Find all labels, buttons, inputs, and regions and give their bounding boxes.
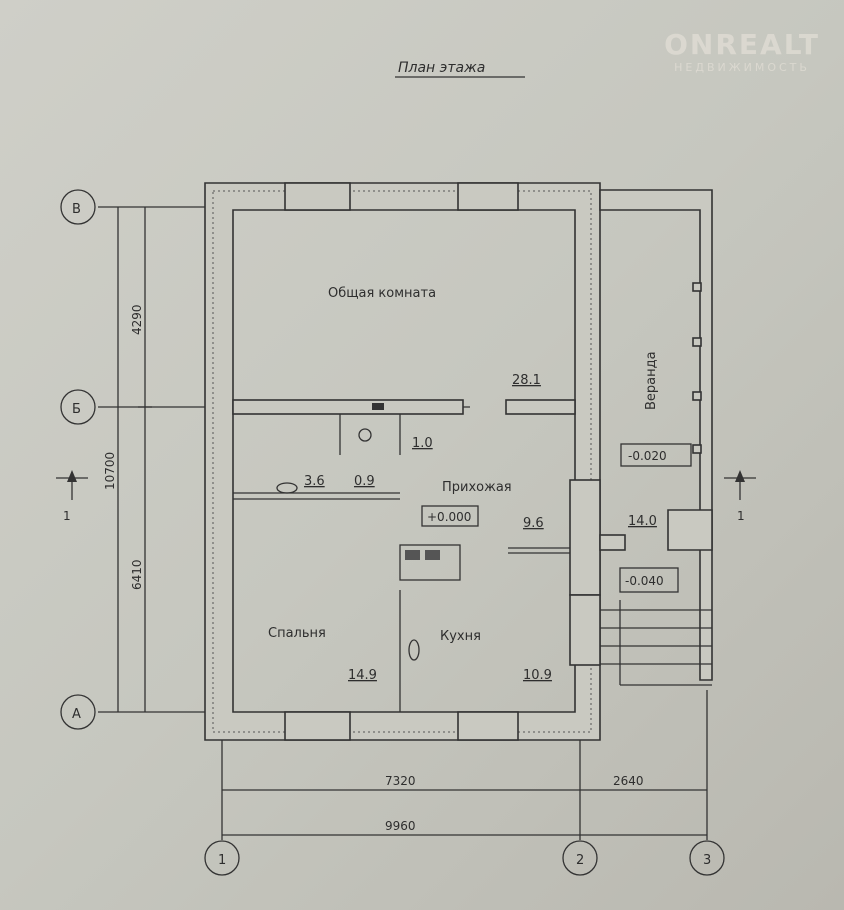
veranda-steps <box>600 600 712 686</box>
window <box>284 711 351 741</box>
room-kitchen-name: Кухня <box>440 629 481 644</box>
svg-text:2: 2 <box>576 853 584 868</box>
dim-vertical-top: 4290 <box>130 304 144 335</box>
room-veranda-level-1: -0.020 <box>628 449 667 463</box>
walls <box>204 182 713 741</box>
svg-text:3: 3 <box>703 853 711 868</box>
toilet-icon <box>358 428 372 442</box>
svg-text:В: В <box>72 202 81 217</box>
dim-total-horizontal: 9960 <box>385 819 416 833</box>
watermark-sub: НЕДВИЖИМОСТЬ <box>674 61 810 74</box>
sink-icon <box>408 639 420 661</box>
svg-text:Б: Б <box>72 402 81 417</box>
dimension-lines <box>117 207 707 836</box>
room-bedroom-name: Спальня <box>268 626 326 641</box>
room-bedroom-area: 14.9 <box>348 668 377 683</box>
watermark-brand: ONREALT <box>664 28 820 61</box>
room-kitchen-area: 10.9 <box>523 668 552 683</box>
room-wc-area: 1.0 <box>412 436 433 451</box>
room-closet-area: 0.9 <box>354 474 375 489</box>
section-mark-right: 1 <box>724 470 756 523</box>
window <box>457 182 519 211</box>
level-box <box>619 567 679 593</box>
room-living-name: Общая комната <box>328 286 436 301</box>
section-mark-left: 1 <box>56 470 88 523</box>
watermark-logo: ONREALT НЕДВИЖИМОСТЬ <box>664 28 820 74</box>
dim-2-3: 2640 <box>613 774 644 788</box>
room-bath-area: 3.6 <box>304 474 325 489</box>
dim-vertical-bottom: 6410 <box>130 559 144 590</box>
axis-lines <box>98 206 708 840</box>
dim-1-2: 7320 <box>385 774 416 788</box>
svg-text:1: 1 <box>218 853 226 868</box>
plan-title: План этажа <box>398 60 485 76</box>
window <box>457 711 519 741</box>
room-hall-name: Прихожая <box>442 480 512 495</box>
level-box <box>620 443 692 467</box>
svg-text:А: А <box>72 707 81 722</box>
stove-icon <box>399 544 461 581</box>
axis-markers: В Б А 1 2 3 <box>60 189 725 876</box>
room-living-area: 28.1 <box>512 373 541 388</box>
room-veranda-name: Веранда <box>644 351 659 410</box>
svg-text:1: 1 <box>63 509 71 523</box>
svg-text:1: 1 <box>737 509 745 523</box>
room-hall-level: +0.000 <box>427 510 471 524</box>
room-veranda-level-2: -0.040 <box>625 574 664 588</box>
window <box>284 182 351 211</box>
dim-total-vertical: 10700 <box>103 452 117 490</box>
room-hall-area: 9.6 <box>523 516 544 531</box>
sink-icon <box>276 482 298 494</box>
level-box <box>421 505 479 527</box>
room-veranda-area: 14.0 <box>628 514 657 529</box>
